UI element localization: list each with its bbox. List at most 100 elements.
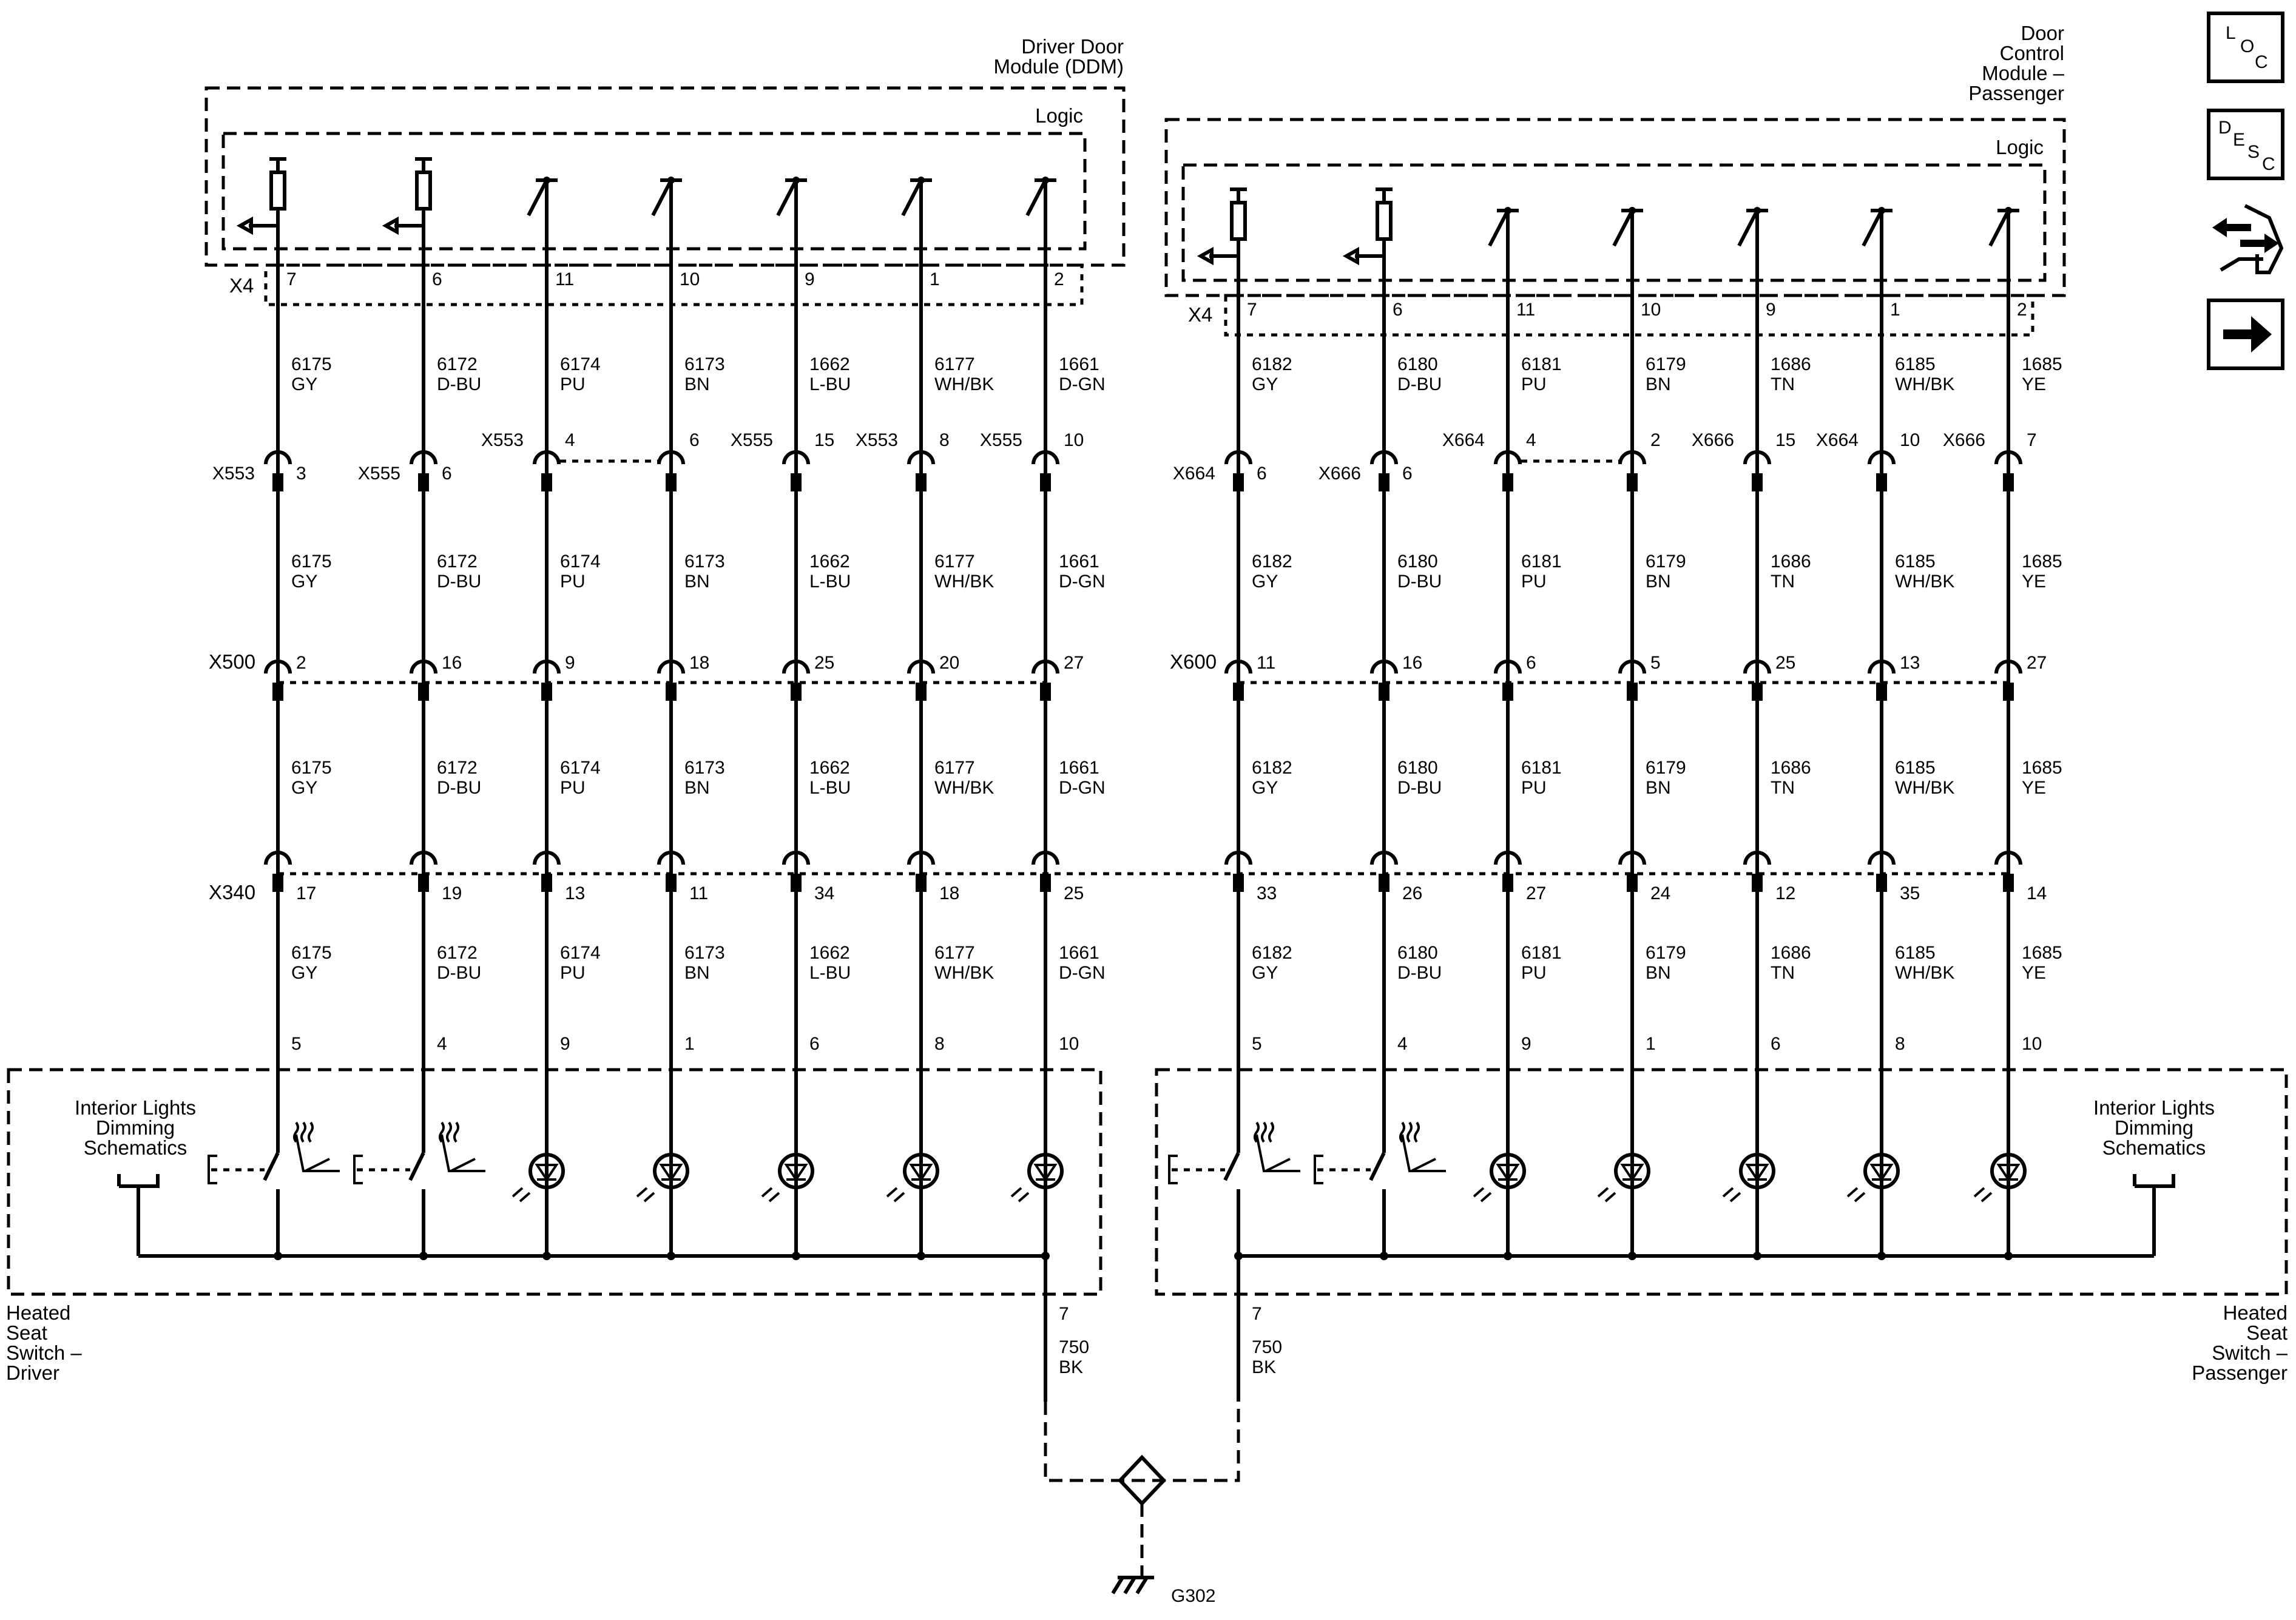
dcmp-x4-label: X4 [1188, 303, 1212, 326]
left-circuit-6175-color-3: GY [291, 963, 317, 983]
right-circuit-6180-pullup-arrow [1342, 246, 1359, 266]
right-circuit-6181-number-0: 6181 [1521, 354, 1562, 374]
right-circuit-1686-switch-pin: 6 [1771, 1034, 1781, 1054]
right-circuit-6179-indicator-body [1614, 1153, 1650, 1189]
next-page-icon-frame [2207, 299, 2284, 370]
left-circuit-6175-pullup-resistor [269, 170, 286, 211]
left-circuit-1662-indicator-light-rays [761, 1187, 780, 1203]
right-circuit-1686-number-2: 1686 [1771, 758, 1811, 778]
left-circuit-6175-c1-female [264, 450, 292, 465]
right-circuit-6185-color-3: WH/BK [1895, 963, 1954, 983]
dcmp-logic-box [1181, 163, 2047, 282]
right-circuit-6181-color-3: PU [1521, 963, 1547, 983]
left-circuit-1662-color-2: L-BU [809, 778, 851, 798]
left-circuit-6172-heat-switch-heat-icon [439, 1121, 445, 1143]
dcmp-title: Door [2021, 22, 2064, 44]
right-circuit-1686-indicator-diode [1745, 1164, 1769, 1182]
right-circuit-6182-heat-switch-heat-icon [1254, 1121, 1260, 1143]
hss-driver-title: Switch – [6, 1342, 82, 1364]
right-circuit-6180-number-0: 6180 [1397, 354, 1438, 374]
left-circuit-6172-x4-pin: 6 [432, 269, 442, 289]
right-circuit-1685-color-3: YE [2022, 963, 2046, 983]
right-circuit-6180-c1-male [1379, 473, 1389, 491]
left-circuit-6173-c2-female [657, 660, 685, 674]
left-circuit-6175-mid-pin: 2 [296, 653, 306, 673]
hss-passenger-title: Seat [2246, 1321, 2288, 1344]
ground-label: G302 [1171, 1586, 1215, 1606]
right-circuit-6182-number-1: 6182 [1252, 552, 1292, 572]
right-circuit-6185-indicator-body [1863, 1153, 1900, 1189]
right-circuit-6182-c1-pin: 6 [1257, 464, 1267, 484]
right-circuit-6179-c2-female [1618, 660, 1646, 674]
right-circuit-6180-heat-switch-blade [1369, 1152, 1386, 1181]
left-circuit-1661-x340-pin: 25 [1064, 883, 1084, 903]
right-circuit-1685-x4-pin: 2 [2017, 300, 2027, 320]
hss-driver-title: Seat [6, 1321, 47, 1344]
right-circuit-6180-c3-male [1379, 874, 1389, 892]
left-circuit-6175-heat-switch-e-bracket [208, 1155, 217, 1184]
left-circuit-6177-module-switch-blade [901, 179, 923, 217]
right-circuit-6179-color-1: BN [1646, 572, 1671, 592]
ddm-x4-connector [264, 263, 1084, 306]
ground-splice-harness [1044, 1402, 1240, 1482]
left-circuit-6177-number-0: 6177 [934, 354, 975, 374]
right-circuit-6182-c3-male [1233, 874, 1244, 892]
left-circuit-1662-c2-male [791, 683, 802, 701]
next-page-icon[interactable] [2207, 299, 2284, 370]
left-circuit-1662-c3-male [791, 874, 802, 892]
left-circuit-6175-c1-male [272, 473, 283, 491]
ddm-title: Module (DDM) [993, 55, 1124, 78]
hss-driver-dimming-label: Schematics [84, 1136, 187, 1159]
right-circuit-1685-module-switch-blade [1988, 209, 2010, 247]
right-circuit-6185-number-2: 6185 [1895, 758, 1936, 778]
right-circuit-1685-switch-pin: 10 [2022, 1034, 2042, 1054]
left-circuit-6174-indicator-light-rays [512, 1187, 531, 1203]
left-circuit-6175-c3-female [264, 851, 292, 865]
left-circuit-6174-indicator-body [528, 1153, 565, 1189]
x600-label: X600 [1170, 650, 1217, 673]
right-circuit-6185-c1-female [1868, 450, 1896, 465]
left-circuit-1662-c1-name: X555 [731, 430, 773, 450]
left-circuit-6172-c1-name: X555 [358, 464, 400, 484]
right-circuit-6179-switch-pin: 1 [1646, 1034, 1656, 1054]
left-circuit-1662-c3-female [782, 851, 810, 865]
right-circuit-6185-x340-pin: 35 [1900, 883, 1920, 903]
left-circuit-6174-c1-female [533, 450, 561, 465]
right-circuit-6181-x4-pin: 11 [1516, 300, 1535, 320]
right-circuit-6182-x4-pin: 7 [1247, 300, 1257, 320]
right-circuit-1685-number-0: 1685 [2022, 354, 2062, 374]
left-circuit-6173-x340-pin: 11 [689, 883, 708, 903]
left-circuit-6175-c2-male [272, 683, 283, 701]
left-circuit-6172-color-2: D-BU [437, 778, 481, 798]
ground-symbol [1111, 1576, 1154, 1595]
right-circuit-1685-c1-name: X666 [1943, 430, 1985, 450]
right-circuit-6182-switch-pin: 5 [1252, 1034, 1262, 1054]
loc-icon-letter: L [2226, 23, 2236, 43]
left-circuit-6175-pullup-arrow [236, 216, 253, 235]
right-circuit-6182-color-3: GY [1252, 963, 1278, 983]
left-circuit-1661-indicator-diode [1033, 1164, 1058, 1182]
right-circuit-6181-color-1: PU [1521, 572, 1547, 592]
left-circuit-6172-c1-female [410, 450, 437, 465]
right-circuit-6182-color-2: GY [1252, 778, 1278, 798]
right-circuit-1686-color-0: TN [1771, 374, 1795, 394]
hss-passenger-title: Passenger [2192, 1362, 2288, 1384]
right-circuit-6185-indicator-light-rays [1846, 1187, 1866, 1203]
right-circuit-6185-color-2: WH/BK [1895, 778, 1954, 798]
loc-icon[interactable]: LOC [2207, 12, 2284, 83]
right-circuit-6179-color-2: BN [1646, 778, 1671, 798]
right-circuit-6185-number-1: 6185 [1895, 552, 1936, 572]
right-circuit-6180-heat-switch-seat-icon [1401, 1134, 1446, 1172]
left-circuit-1661-x4-pin: 2 [1054, 269, 1064, 289]
connector-end-view-icon[interactable] [2212, 204, 2284, 274]
right-circuit-6185-x4-pin: 1 [1890, 300, 1900, 320]
right-circuit-6181-module-switch-blade [1488, 209, 1510, 247]
left-circuit-6175-heat-switch-heat-icon [308, 1121, 314, 1143]
right-circuit-6180-c2-female [1370, 660, 1398, 674]
right-circuit-1685-color-1: YE [2022, 572, 2046, 592]
desc-icon-letter: D [2218, 118, 2232, 138]
left-circuit-6172-pullup-resistor [415, 170, 432, 211]
left-circuit-1662-c1-pin: 15 [814, 430, 834, 450]
left-circuit-6172-number-0: 6172 [437, 354, 478, 374]
